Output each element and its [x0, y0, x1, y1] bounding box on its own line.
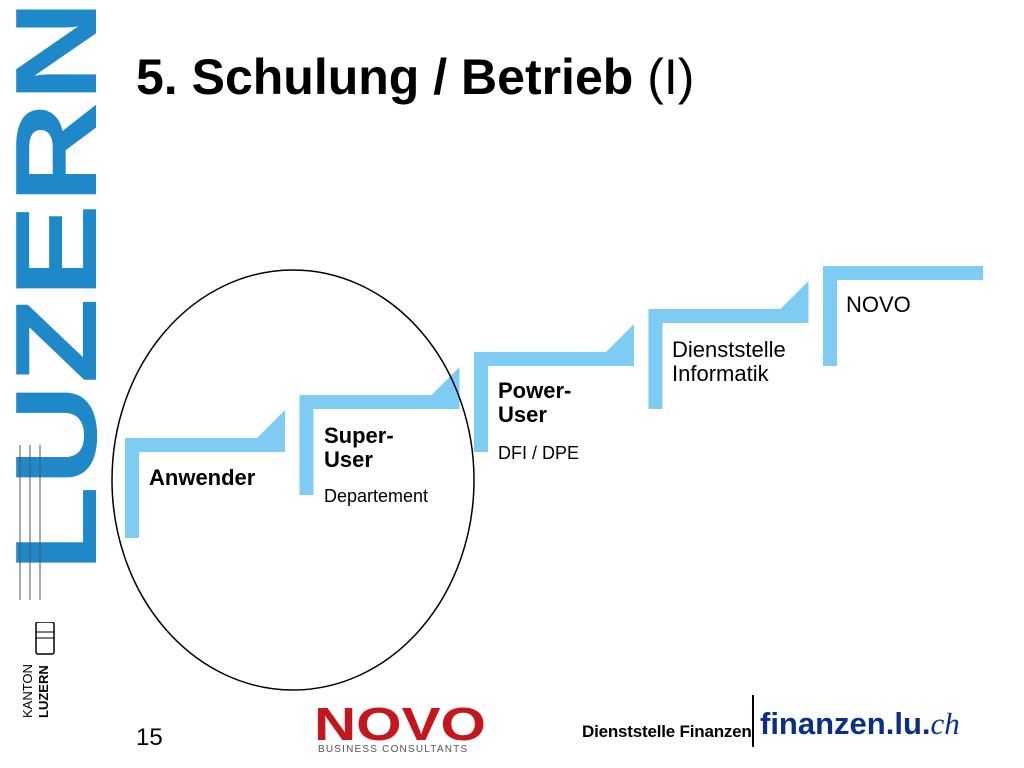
kanton-luzern-logo: KANTON LUZERN — [16, 621, 60, 722]
step-shape-0 — [125, 410, 285, 538]
novo-logo-text: NOVO — [314, 700, 486, 750]
step-shape-2 — [474, 324, 634, 452]
dienststelle-finanzen: Dienststelle Finanzen — [582, 722, 752, 741]
step-top-bar-0 — [125, 438, 285, 452]
step-connector-2 — [606, 324, 634, 352]
kanton-luzern-text: LUZERN — [36, 665, 51, 718]
step-power-user-title: Power- User — [498, 378, 572, 427]
step-left-bar-1 — [299, 395, 314, 495]
novo-logo: NOVO BUSINESS CONSULTANTS — [312, 698, 492, 756]
step-shape-3 — [648, 281, 809, 409]
luzern-wordmark: LUZERN — [0, 0, 110, 600]
finanzen-logo-ch: ch — [930, 706, 960, 741]
highlight-ellipse — [111, 269, 475, 691]
slide-title: 5. Schulung / Betrieb (I) — [136, 48, 694, 106]
title-suffix: (I) — [647, 49, 695, 105]
step-left-bar-4 — [823, 266, 837, 366]
step-connector-0 — [257, 410, 285, 438]
step-top-bar-1 — [299, 395, 460, 409]
footer-divider — [752, 695, 754, 747]
step-super-user-subtitle: Departement — [324, 486, 429, 506]
step-top-bar-4 — [823, 266, 983, 280]
step-shape-4 — [823, 266, 983, 366]
step-connector-1 — [431, 367, 460, 395]
step-left-bar-3 — [648, 309, 663, 409]
step-connector-3 — [780, 281, 809, 309]
step-anwender-title: Anwender — [149, 465, 256, 490]
page-number: 15 — [136, 724, 163, 751]
step-left-bar-0 — [125, 438, 139, 538]
step-dienststelle-informatik-title: Dienststelle Informatik — [672, 337, 786, 386]
step-top-bar-2 — [474, 352, 634, 366]
title-main: 5. Schulung / Betrieb — [136, 49, 634, 105]
step-shape-1 — [299, 367, 460, 495]
finanzen-logo: finanzen.lu.ch — [760, 706, 960, 742]
kanton-text: KANTON — [20, 664, 35, 718]
staircase-svg — [111, 266, 983, 691]
finanzen-logo-main: finanzen.lu. — [760, 706, 931, 741]
step-top-bar-3 — [648, 309, 809, 323]
novo-tagline: BUSINESS CONSULTANTS — [318, 744, 468, 755]
step-super-user-title: Super- User — [324, 423, 394, 472]
step-power-user-subtitle: DFI / DPE — [498, 443, 580, 463]
step-left-bar-2 — [474, 352, 488, 452]
staircase-diagram — [100, 260, 1000, 700]
luzern-wordmark-text: LUZERN — [0, 0, 110, 572]
step-novo-title: NOVO — [846, 292, 911, 317]
